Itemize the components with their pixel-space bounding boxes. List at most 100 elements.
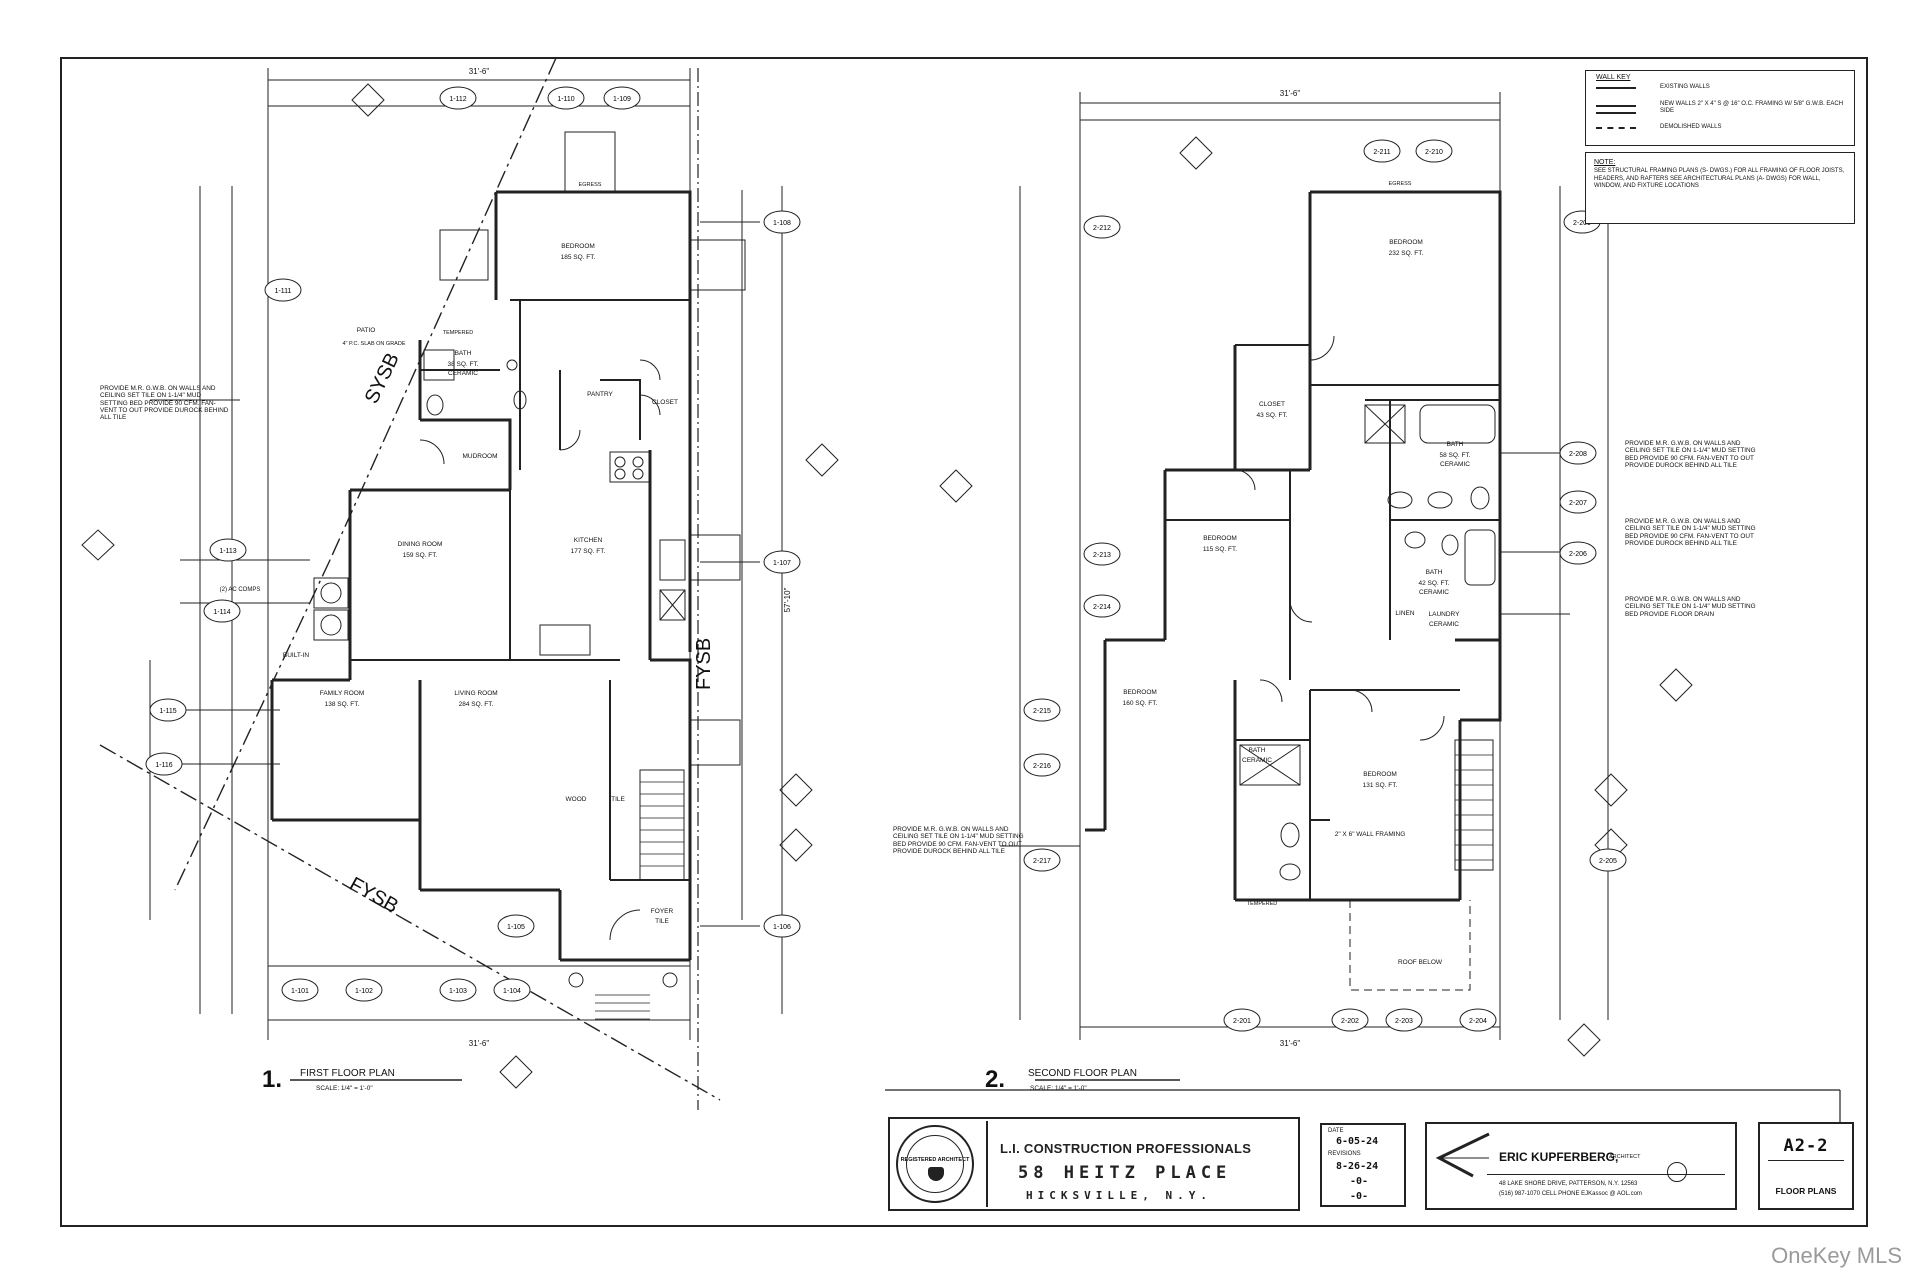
room-bath-1f-area: 38 SQ. FT.: [447, 361, 478, 368]
sysb-label: SYSB: [361, 350, 404, 408]
room-bedroom-2f-d-area: 131 SQ. FT.: [1363, 782, 1398, 789]
bath-note-2f-b: PROVIDE M.R. G.W.B. ON WALLS AND CEILING…: [1625, 518, 1756, 547]
architect-address: 48 LAKE SHORE DRIVE, PATTERSON, N.Y. 125…: [1499, 1181, 1638, 1187]
plan2-title: SECOND FLOOR PLAN: [1028, 1068, 1137, 1079]
tag-2-210: 2-210: [1425, 149, 1443, 156]
room-linen-2f: LINEN: [1395, 610, 1414, 617]
seal-emblem-icon: [928, 1167, 944, 1181]
tag-2-208: 2-208: [1569, 451, 1587, 458]
tag-2-202: 2-202: [1341, 1018, 1359, 1025]
revision-3: -0-: [1350, 1191, 1369, 1202]
room-patio-1f-name: PATIO: [357, 327, 376, 334]
second-floor-plan: [885, 92, 1841, 1124]
plan1-scale: SCALE: 1/4" = 1'-0": [316, 1085, 373, 1092]
room-bath-1f-note: CERAMIC: [448, 370, 478, 377]
tag-1-109: 1-109: [613, 96, 631, 103]
overall-width-2f-bottom: 31'-6": [1280, 1039, 1301, 1048]
room-laundry-2f-name: LAUNDRY: [1429, 611, 1461, 618]
room-bedroom-2f-c-name: BEDROOM: [1123, 689, 1157, 696]
wall-key-existing-label: EXISTING WALLS: [1660, 84, 1710, 90]
tag-1-102: 1-102: [355, 988, 373, 995]
floor-tile-label: TILE: [611, 796, 625, 803]
room-family-1f-area: 138 SQ. FT.: [325, 701, 360, 708]
tag-2-209: 2-209: [1573, 220, 1591, 227]
wall-key-demolished-label: DEMOLISHED WALLS: [1660, 124, 1722, 130]
tag-1-108: 1-108: [773, 220, 791, 227]
wall-framing-label: 2" X 6" WALL FRAMING: [1335, 831, 1406, 838]
general-note-box: NOTE: SEE STRUCTURAL FRAMING PLANS (S- D…: [1585, 152, 1855, 224]
room-bath-1f-name: BATH: [455, 350, 472, 357]
plan-titles: 1. FIRST FLOOR PLAN SCALE: 1/4" = 1'-0" …: [262, 1066, 1137, 1093]
overall-width-1f-top: 31'-6": [469, 67, 490, 76]
project-company: L.I. CONSTRUCTION PROFESSIONALS: [1000, 1141, 1252, 1156]
room-family-1f-name: FAMILY ROOM: [320, 690, 365, 697]
tag-1-101: 1-101: [291, 988, 309, 995]
room-bedroom-1f-name: BEDROOM: [561, 243, 595, 250]
general-note-text: SEE STRUCTURAL FRAMING PLANS (S- DWGS.) …: [1594, 168, 1845, 189]
first-floor-plan: [99, 57, 783, 1110]
tag-1-103: 1-103: [449, 988, 467, 995]
room-bath-2f-a-area: 58 SQ. FT.: [1439, 452, 1470, 459]
tempered-label-2f: TEMPERED: [1247, 901, 1278, 907]
room-bedroom-2f-c-area: 160 SQ. FT.: [1123, 700, 1158, 707]
revision-2: -0-: [1350, 1176, 1369, 1187]
tempered-label-1f: TEMPERED: [443, 330, 474, 336]
plan1-title: FIRST FLOOR PLAN: [300, 1068, 395, 1079]
room-bath-2f-c-name: BATH: [1249, 747, 1266, 754]
second-floor-tags: 2-201 2-202 2-203 2-204 2-205 2-206 2-20…: [1023, 139, 1627, 1032]
wall-key-new-label: NEW WALLS 2" X 4" S @ 16" O.C. FRAMING W…: [1660, 101, 1844, 114]
room-bedroom-1f-area: 185 SQ. FT.: [561, 254, 596, 261]
room-bedroom-2f-d-name: BEDROOM: [1363, 771, 1397, 778]
floor-wood-label: WOOD: [566, 796, 587, 803]
tag-1-107: 1-107: [773, 560, 791, 567]
egress-label-2f: EGRESS: [1389, 181, 1412, 187]
room-bath-2f-a-note: CERAMIC: [1440, 461, 1470, 468]
plan2-number: 2.: [985, 1066, 1005, 1093]
fysb-label-vertical: FYSB: [693, 638, 715, 690]
wall-key-title: WALL KEY: [1596, 74, 1631, 81]
tag-2-211: 2-211: [1373, 149, 1390, 156]
built-in-label: BUILT-IN: [283, 652, 310, 659]
tag-2-217: 2-217: [1033, 858, 1051, 865]
title-block-dates: DATE 6-05-24 REVISIONS 8-26-24 -0- -0-: [1320, 1123, 1406, 1207]
roof-below-label: ROOF BELOW: [1398, 959, 1443, 966]
room-bedroom-2f-b-area: 115 SQ. FT.: [1203, 546, 1237, 553]
tag-2-205: 2-205: [1599, 858, 1617, 865]
tag-1-116: 1-116: [155, 762, 172, 769]
mls-watermark: OneKey MLS: [1771, 1243, 1902, 1268]
room-bath-2f-b-name: BATH: [1426, 569, 1443, 576]
sheet-title: FLOOR PLANS: [1775, 1186, 1837, 1196]
tag-2-201: 2-201: [1233, 1018, 1251, 1025]
architect-contact: (516) 987-1070 CELL PHONE EJKassoc @ AOL…: [1499, 1191, 1642, 1197]
room-closet-1f: CLOSET: [652, 399, 678, 406]
architect-logo-icon: [1435, 1132, 1490, 1178]
room-foyer-1f-name: FOYER: [651, 908, 674, 915]
room-bath-2f-a-name: BATH: [1447, 441, 1464, 448]
date-value: 6-05-24: [1336, 1136, 1379, 1147]
tag-2-203: 2-203: [1395, 1018, 1413, 1025]
overall-dimensions: 31'-6" 31'-6" 57'-10" 31'-6" 31'-6": [469, 67, 1301, 1048]
first-floor-tags: 1-101 1-102 1-103 1-104 1-105 1-106 1-10…: [145, 86, 801, 1002]
title-block-architect: ERIC KUPFERBERG, ARCHITECT 48 LAKE SHORE…: [1425, 1122, 1737, 1210]
project-city: HICKSVILLE, N.Y.: [1026, 1189, 1212, 1202]
sheet-number: A2-2: [1783, 1136, 1829, 1156]
bath-note-1f: PROVIDE M.R. G.W.B. ON WALLS AND CEILING…: [100, 385, 229, 422]
room-dining-1f-name: DINING ROOM: [398, 541, 443, 548]
room-bath-2f-c-note: CERAMIC: [1242, 757, 1272, 764]
room-closet-2f-area: 43 SQ. FT.: [1256, 412, 1287, 419]
tag-2-213: 2-213: [1093, 552, 1111, 559]
general-note-title: NOTE:: [1594, 159, 1616, 166]
tag-2-216: 2-216: [1033, 763, 1051, 770]
wall-key-box: WALL KEY EXISTING WALLS NEW WALLS 2" X 4…: [1585, 70, 1855, 146]
tag-2-212: 2-212: [1093, 225, 1111, 232]
tag-2-204: 2-204: [1469, 1018, 1487, 1025]
second-floor-room-labels: BEDROOM 232 SQ. FT. CLOSET 43 SQ. FT. BA…: [1123, 181, 1471, 966]
room-mudroom-1f: MUDROOM: [462, 453, 497, 460]
tag-2-207: 2-207: [1569, 500, 1587, 507]
tag-1-110: 1-110: [557, 96, 574, 103]
room-bath-2f-b-area: 42 SQ. FT.: [1418, 580, 1449, 587]
room-living-1f-name: LIVING ROOM: [454, 690, 497, 697]
bath-note-2f-a: PROVIDE M.R. G.W.B. ON WALLS AND CEILING…: [1625, 440, 1756, 469]
tag-1-104: 1-104: [503, 988, 521, 995]
